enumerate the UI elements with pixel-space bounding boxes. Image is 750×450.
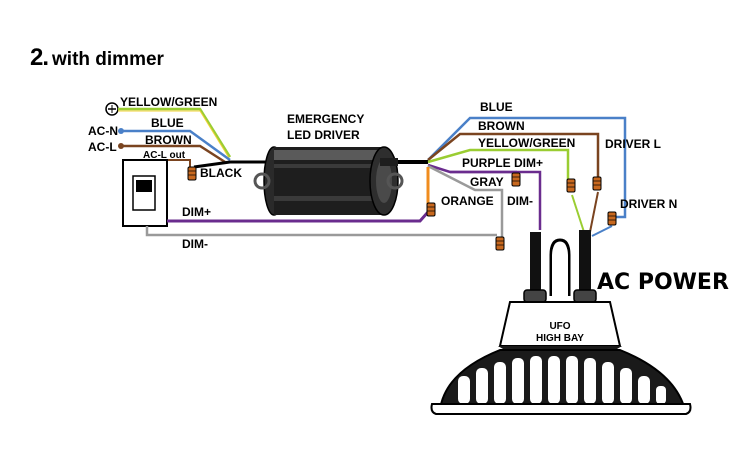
fixture-label-line2: HIGH BAY <box>536 333 584 344</box>
ac-power-label: AC POWER <box>597 270 729 295</box>
emergency-driver-icon <box>253 146 404 216</box>
dimmer-switch-icon <box>122 159 168 227</box>
power-cable <box>579 230 591 300</box>
title-text: with dimmer <box>52 49 164 70</box>
right-brown-label: BROWN <box>478 119 525 133</box>
driver-l-label: DRIVER L <box>605 137 661 151</box>
right-dim-minus-label: DIM- <box>507 194 533 208</box>
wire-nut-black-icon <box>187 166 197 181</box>
wire-nut-driver-l-icon <box>592 176 602 191</box>
wire-nut-ground-icon <box>566 178 576 193</box>
ac-n-label: AC-N <box>88 124 118 138</box>
right-purple-dim-plus-label: PURPLE DIM+ <box>462 156 543 170</box>
driver-label-line2: LED DRIVER <box>287 128 360 142</box>
right-blue-label: BLUE <box>480 100 513 114</box>
left-dim-minus-wire <box>145 226 497 237</box>
left-blue-wire <box>121 129 231 162</box>
left-brown-label: BROWN <box>145 133 192 147</box>
left-dim-minus-label: DIM- <box>182 237 208 251</box>
title-number: 2. <box>30 44 49 71</box>
black-wire <box>193 160 268 169</box>
diagram-title: 2.with dimmer <box>30 44 164 72</box>
wire-nut-dim-minus-icon <box>495 236 505 251</box>
left-dim-plus-label: DIM+ <box>182 205 211 219</box>
driver-label-line1: EMERGENCY <box>287 112 364 126</box>
right-blue-wire <box>427 116 627 219</box>
left-yellow-green-wire <box>118 107 232 158</box>
right-gray-label: GRAY <box>470 175 504 189</box>
left-blue-label: BLUE <box>151 116 184 130</box>
wire-nut-dim-plus-left-icon <box>426 202 436 217</box>
wire-nut-dim-plus-icon <box>511 172 521 187</box>
ground-icon <box>105 102 119 116</box>
right-brown-wire <box>427 132 600 180</box>
driver-n-label: DRIVER N <box>620 197 677 211</box>
fixture-label-line1: UFO <box>549 321 570 332</box>
wire-nut-driver-n-icon <box>607 211 617 226</box>
right-gray-wire <box>427 164 504 237</box>
left-dim-plus-wire <box>167 211 430 223</box>
left-yellow-green-label: YELLOW/GREEN <box>120 95 217 109</box>
left-brown-wire <box>121 144 226 164</box>
black-label: BLACK <box>200 166 242 180</box>
right-yellow-green-label: YELLOW/GREEN <box>478 136 575 150</box>
right-yellow-green-wire <box>427 148 570 182</box>
right-orange-label: ORANGE <box>441 194 494 208</box>
dim-cable <box>530 232 541 300</box>
ac-l-label: AC-L <box>88 140 117 154</box>
ufo-high-bay-icon <box>430 238 692 415</box>
ac-l-out-label: AC-L out <box>143 150 186 161</box>
